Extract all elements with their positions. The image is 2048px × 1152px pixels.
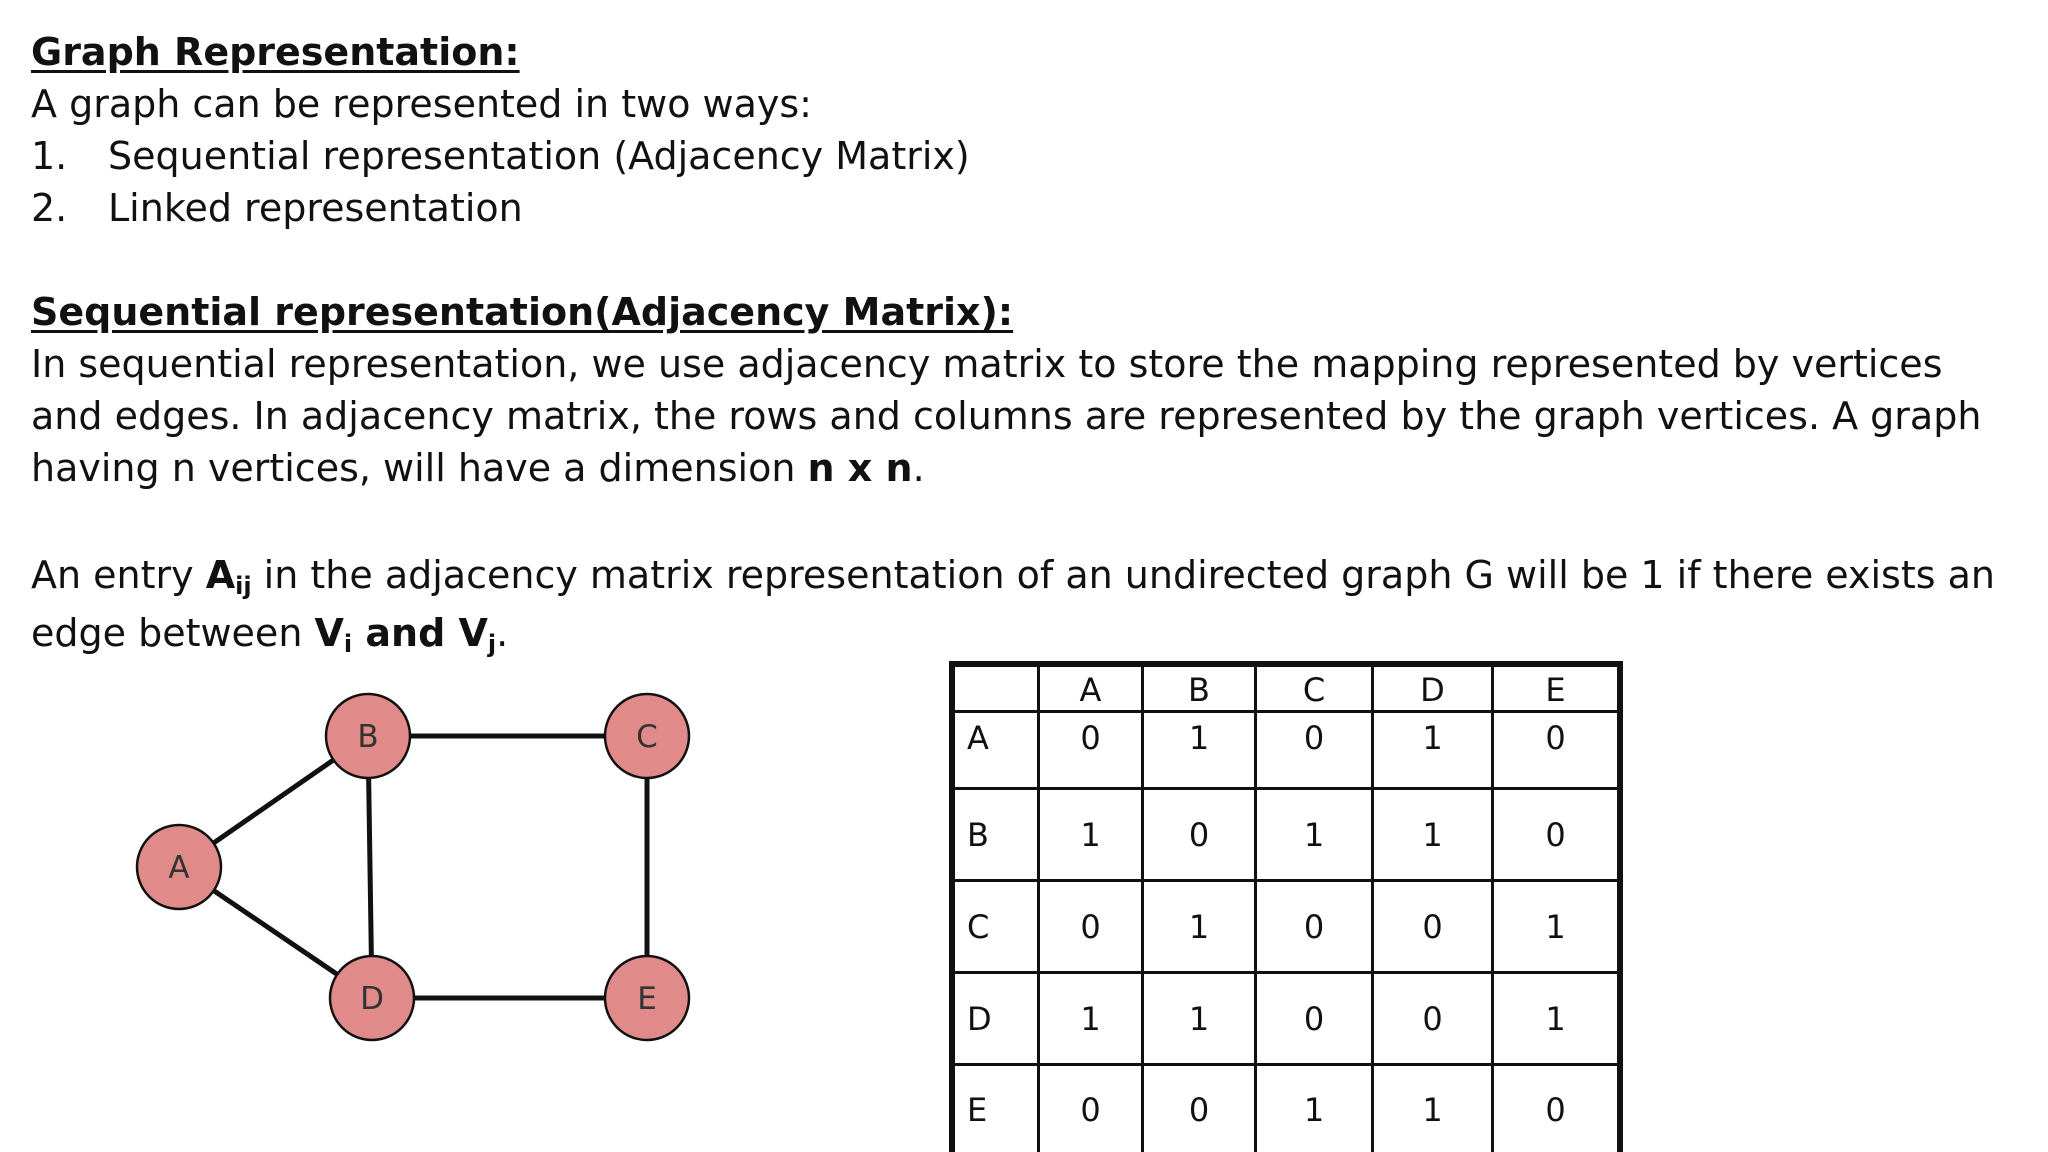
list-text: Sequential representation (Adjacency Mat… — [108, 134, 970, 178]
vertex-subscript: j — [487, 630, 497, 658]
matrix-cell: 0 — [1371, 879, 1494, 974]
intro-text: A graph can be represented in two ways: — [31, 82, 812, 126]
list-number: 1. — [31, 134, 68, 178]
matrix-cell: 0 — [1491, 1063, 1622, 1152]
heading-graph-representation: Graph Representation: — [31, 30, 520, 74]
matrix-corner-cell — [950, 662, 1040, 713]
matrix-cell: 0 — [1141, 787, 1257, 882]
matrix-cell: 0 — [1491, 787, 1622, 882]
matrix-cell: 1 — [1254, 787, 1374, 882]
node-label: C — [636, 719, 658, 755]
graph-node-b: B — [324, 692, 412, 780]
matrix-cell: 1 — [1371, 710, 1494, 790]
representation-list: 1. Sequential representation (Adjacency … — [31, 130, 2021, 234]
node-circle — [603, 954, 691, 1042]
list-text: Linked representation — [108, 186, 523, 230]
paragraph-entry-definition: An entry Aij in the adjacency matrix rep… — [31, 546, 2021, 662]
graph-node-d: D — [328, 954, 416, 1042]
node-label: A — [168, 850, 189, 886]
column-header: D — [1371, 662, 1494, 713]
matrix-cell: 1 — [1141, 971, 1257, 1066]
vertex-subscript: i — [343, 630, 353, 658]
paragraph-text: In sequential representation, we use adj… — [31, 342, 1982, 490]
column-header: E — [1491, 662, 1622, 713]
heading-sequential-representation: Sequential representation(Adjacency Matr… — [31, 290, 1014, 334]
dimension-text: n x n — [807, 446, 913, 490]
list-item: 1. Sequential representation (Adjacency … — [31, 130, 2021, 182]
matrix-cell: 0 — [1371, 971, 1494, 1066]
node-circle — [603, 692, 691, 780]
paragraph-text: An entry — [31, 553, 206, 597]
matrix-row: B 1 0 1 1 0 — [950, 787, 1622, 882]
period: . — [496, 611, 509, 655]
row-header: D — [950, 971, 1040, 1066]
node-circle — [324, 692, 412, 780]
paragraph-adjacency-matrix: In sequential representation, we use adj… — [31, 338, 2021, 494]
text-content: Graph Representation: A graph can be rep… — [31, 26, 2021, 662]
matrix-cell: 1 — [1037, 787, 1144, 882]
matrix-cell: 1 — [1491, 879, 1622, 974]
matrix-cell: 1 — [1254, 1063, 1374, 1152]
matrix-cell: 1 — [1491, 971, 1622, 1066]
matrix-cell: 1 — [1141, 879, 1257, 974]
matrix-cell: 1 — [1371, 1063, 1494, 1152]
paragraph-text: in the adjacency matrix representation o… — [31, 553, 1995, 655]
graph-node-a: A — [135, 823, 223, 911]
vertex-symbol: V — [458, 611, 488, 655]
matrix-row: D 1 1 0 0 1 — [950, 971, 1622, 1066]
matrix-row: C 0 1 0 0 1 — [950, 879, 1622, 974]
list-item: 2. Linked representation — [31, 182, 2021, 234]
vertex-symbol: V — [314, 611, 344, 655]
node-circle — [135, 823, 223, 911]
and-text: and — [352, 611, 459, 655]
matrix-cell: 0 — [1141, 1063, 1257, 1152]
matrix-cell: 0 — [1491, 710, 1622, 790]
adjacency-matrix: A B C D E A 0 1 0 1 0 B 1 0 1 1 0 — [949, 661, 1623, 1152]
graph-node-e: E — [603, 954, 691, 1042]
matrix-cell: 1 — [1141, 710, 1257, 790]
matrix-header-row: A B C D E — [950, 662, 1622, 713]
entry-symbol: A — [205, 553, 236, 597]
period: . — [912, 446, 925, 490]
entry-subscript: ij — [235, 572, 252, 600]
list-number: 2. — [31, 186, 68, 230]
matrix-cell: 0 — [1254, 710, 1374, 790]
node-label: E — [637, 981, 657, 1017]
matrix-cell: 0 — [1254, 879, 1374, 974]
matrix-cell: 0 — [1037, 879, 1144, 974]
matrix-cell: 1 — [1037, 971, 1144, 1066]
matrix-cell: 1 — [1371, 787, 1494, 882]
matrix-row: A 0 1 0 1 0 — [950, 710, 1622, 790]
column-header: B — [1141, 662, 1257, 713]
matrix-row: E 0 0 1 1 0 — [950, 1063, 1622, 1152]
node-label: B — [357, 719, 378, 755]
node-circle — [328, 954, 416, 1042]
graph-node-c: C — [603, 692, 691, 780]
matrix-cell: 0 — [1037, 1063, 1144, 1152]
row-header: E — [950, 1063, 1040, 1152]
column-header: C — [1254, 662, 1374, 713]
matrix-cell: 0 — [1037, 710, 1144, 790]
row-header: A — [950, 710, 1040, 790]
row-header: C — [950, 879, 1040, 974]
row-header: B — [950, 787, 1040, 882]
column-header: A — [1037, 662, 1144, 713]
matrix-cell: 0 — [1254, 971, 1374, 1066]
node-label: D — [360, 981, 384, 1017]
